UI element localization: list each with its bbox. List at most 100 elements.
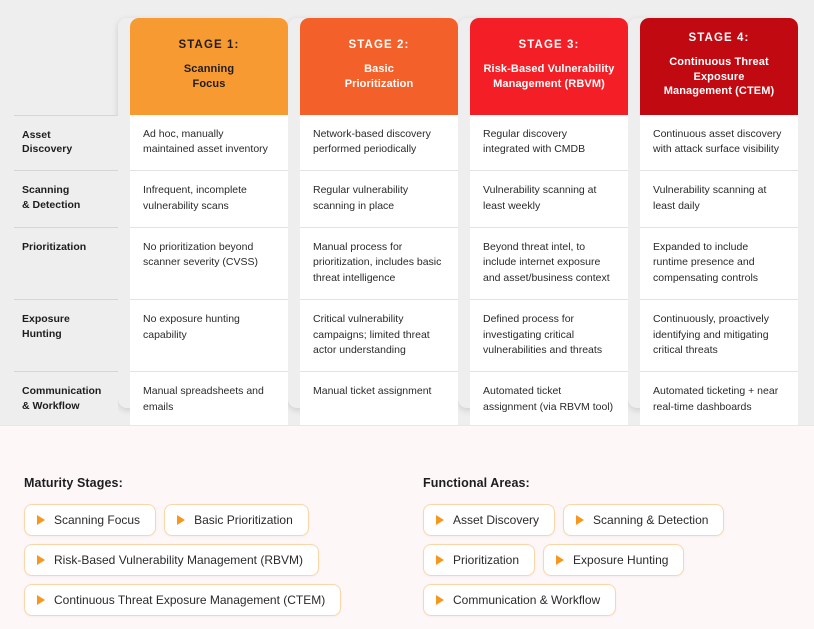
column-gap [288,299,300,371]
stage-name-line: Basic [364,63,394,76]
maturity-stage-chip[interactable]: Risk-Based Vulnerability Management (RBV… [24,544,319,576]
chip-label: Scanning & Detection [593,513,709,527]
stage-name-line: Scanning [183,63,235,76]
column-gap [288,115,300,171]
play-triangle-icon [37,555,45,565]
matrix-cell: Regular vulnerability scanning in place [300,170,458,227]
legend-stages-title: Maturity Stages: [24,476,123,490]
chip-label: Asset Discovery [453,513,540,527]
matrix-cell: Network-based discovery performed period… [300,114,458,171]
stage-name-line: Management (RBVM) [493,77,605,90]
play-triangle-icon [556,555,565,565]
row-label-prioritization: Prioritization [14,226,118,299]
row-label-line: Hunting [22,327,62,340]
matrix-cell: Infrequent, incomplete vulnerability sca… [130,170,288,227]
chip-label: Risk-Based Vulnerability Management (RBV… [54,553,303,567]
row-label-line: Asset [22,128,51,141]
row-label-line: & Detection [22,198,81,211]
stage-number-label: STAGE 1: [178,39,240,52]
functional-area-chip[interactable]: Exposure Hunting [543,544,685,576]
matrix-cell: Expanded to include runtime presence and… [640,226,798,299]
legend-section: Maturity Stages: Scanning Focus Basic Pri… [0,425,814,629]
legend-maturity-stages: Maturity Stages: Scanning Focus Basic Pri… [24,476,404,616]
row-label-scanning-detection: Scanning& Detection [14,170,118,227]
matrix-cell: Regular discovery integrated with CMDB [470,114,628,171]
column-gap [628,299,640,371]
legend-areas-title: Functional Areas: [423,476,530,490]
play-triangle-icon [436,555,444,565]
column-gap [118,18,130,115]
stage-name-line: Continuous Threat Exposure [669,56,769,83]
chip-label: Scanning Focus [54,513,141,527]
matrix-cell: Automated ticket assignment (via RBVM to… [470,371,628,436]
stage-name-line: Prioritization [344,77,414,90]
row-label-communication-workflow: Communication& Workflow [14,371,118,436]
column-gap [118,115,130,171]
functional-area-chip[interactable]: Communication & Workflow [423,584,617,616]
matrix-cell: Continuous asset discovery with attack s… [640,114,798,171]
matrix-corner-spacer [14,18,118,115]
chip-label: Exposure Hunting [573,553,669,567]
stage-number-label: STAGE 3: [518,39,580,52]
matrix-cell: Vulnerability scanning at least weekly [470,170,628,227]
play-triangle-icon [37,595,45,605]
play-triangle-icon [436,515,444,525]
matrix-cell: Ad hoc, manually maintained asset invent… [130,114,288,171]
column-gap [458,115,470,171]
column-gap [458,170,470,227]
column-gap [458,227,470,299]
play-triangle-icon [436,595,444,605]
column-gap [118,170,130,227]
functional-area-chip[interactable]: Scanning & Detection [563,504,725,536]
matrix-cell: Beyond threat intel, to include internet… [470,226,628,299]
maturity-stage-chip[interactable]: Continuous Threat Exposure Management (C… [24,584,342,616]
stage-number-label: STAGE 2: [348,39,410,52]
row-label-line: Discovery [22,143,73,156]
column-gap [628,227,640,299]
functional-area-chip[interactable]: Asset Discovery [423,504,556,536]
column-gap [458,18,470,115]
chip-label: Continuous Threat Exposure Management (C… [54,593,326,607]
functional-area-chip[interactable]: Prioritization [423,544,536,576]
matrix-cell: Continuously, proactively identifying an… [640,298,798,372]
play-triangle-icon [177,515,186,525]
maturity-stage-chip[interactable]: Basic Prioritization [164,504,309,536]
column-gap [628,18,640,115]
chip-label: Prioritization [453,553,520,567]
matrix-cell: Manual ticket assignment [300,371,458,436]
column-gap [288,227,300,299]
matrix-cell: Automated ticketing + near real-time das… [640,371,798,436]
matrix-cell: No prioritization beyond scanner severit… [130,226,288,299]
row-label-line: & Workflow [22,399,80,412]
matrix-cell: No exposure hunting capability [130,298,288,372]
chip-label: Communication & Workflow [453,593,601,607]
column-gap [628,170,640,227]
row-label-line: Exposure [22,312,70,325]
matrix-cell: Critical vulnerability campaigns; limite… [300,298,458,372]
stage-name-line: Risk-Based Vulnerability [483,63,615,76]
column-gap [458,299,470,371]
matrix-cell: Vulnerability scanning at least daily [640,170,798,227]
column-gap [288,18,300,115]
maturity-stage-chip[interactable]: Scanning Focus [24,504,157,536]
row-label-line: Communication [22,385,102,398]
row-label-line: Scanning [22,184,70,197]
stage-number-label: STAGE 4: [688,32,750,44]
chip-label: Basic Prioritization [194,513,293,527]
stage-name-line: Management (CTEM) [663,85,775,98]
matrix-cell: Manual spreadsheets and emails [130,371,288,436]
stage-name-line: Focus [192,77,226,90]
